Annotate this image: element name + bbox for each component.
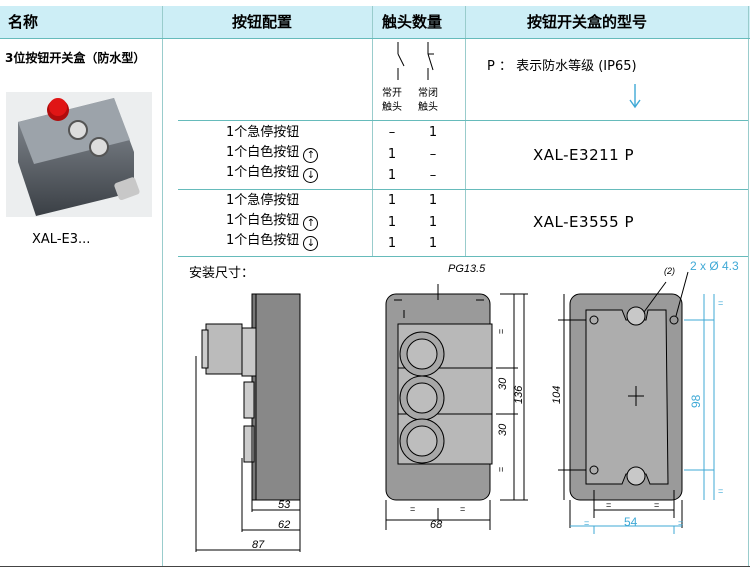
product-photo: [6, 92, 152, 217]
product-title: 3位按钮开关盒（防水型）: [5, 51, 146, 65]
dim-30b: 30: [497, 423, 509, 436]
row-rule: [178, 189, 748, 190]
down-arrow-icon: [629, 84, 641, 109]
side-view: [195, 293, 301, 552]
row1-nc-3: –: [429, 168, 437, 183]
dim-54: 54: [624, 515, 638, 529]
dim-87: 87: [252, 539, 265, 551]
row2-nc-2: 1: [428, 215, 438, 230]
row2-button-white-down: 1个白色按钮 ↓: [226, 231, 319, 251]
divider: [748, 6, 749, 566]
row2-model: XAL-E3555 P: [533, 213, 635, 231]
divider: [372, 6, 373, 256]
protection-note: P ： 表示防水等级 (IP65): [487, 59, 637, 74]
dim-eq: =: [654, 500, 659, 510]
dim-30a: 30: [497, 377, 509, 390]
dim-62: 62: [278, 519, 290, 531]
up-arrow-circle-icon: ↑: [303, 216, 319, 231]
row-rule: [178, 120, 748, 121]
dim-eq: =: [718, 298, 723, 308]
row2-no-1: 1: [387, 193, 397, 208]
divider: [162, 6, 163, 566]
dim-eq: =: [460, 504, 465, 514]
row1-nc-1: 1: [428, 125, 438, 140]
dim-eq: =: [678, 518, 683, 528]
row2-nc-3: 1: [428, 236, 438, 251]
dim-eq: =: [496, 329, 506, 334]
divider: [465, 6, 466, 256]
row2-nc-1: 1: [428, 193, 438, 208]
dim-68: 68: [430, 519, 443, 531]
dim-eq: =: [410, 504, 415, 514]
dim-104: 104: [551, 386, 563, 404]
up-arrow-circle-icon: ↑: [303, 148, 319, 163]
down-arrow-circle-icon: ↓: [303, 168, 319, 183]
row1-config: 1个急停按钮 1个白色按钮 ↑ 1个白色按钮 ↓: [226, 123, 319, 183]
row2-button-white-up: 1个白色按钮 ↑: [226, 211, 319, 231]
no-label-line1: 常开: [382, 88, 402, 99]
dim-pg: PG13.5: [448, 263, 486, 275]
row-rule: [0, 38, 750, 39]
row2-no-3: 1: [387, 236, 397, 251]
row-rule: [178, 256, 748, 257]
row1-no-1: –: [388, 125, 396, 140]
header-config: 按钮配置: [232, 13, 293, 31]
row1-model: XAL-E3211 P: [533, 146, 635, 164]
dim-53: 53: [278, 499, 291, 511]
row2-button-estop: 1个急停按钮: [226, 193, 300, 208]
dimensions-title: 安装尺寸：: [189, 266, 255, 281]
dim-eq: =: [496, 467, 506, 472]
product-caption: XAL-E3...: [32, 232, 91, 247]
dim-98: 98: [689, 394, 703, 408]
header-model: 按钮开关盒的型号: [527, 13, 648, 31]
nc-label-line2: 触头: [418, 102, 438, 113]
row1-button-white-down: 1个白色按钮 ↓: [226, 163, 319, 183]
row1-no-3: 1: [387, 168, 397, 183]
dim-eq: =: [606, 500, 611, 510]
nc-label-line1: 常闭: [418, 88, 438, 99]
row1-nc-2: –: [429, 147, 437, 162]
row2-config: 1个急停按钮 1个白色按钮 ↑ 1个白色按钮 ↓: [226, 191, 319, 251]
no-label-line2: 触头: [382, 102, 402, 113]
table-header: 名称 按钮配置 触头数量 按钮开关盒的型号: [0, 6, 750, 38]
row1-button-estop: 1个急停按钮: [226, 125, 300, 140]
dim-hole: 2 x Ø 4.3: [690, 259, 739, 273]
dimension-drawing: PG13.5 53 62 87 68 30 30 136 104 (2) 98 …: [195, 259, 739, 552]
dim-eq: =: [584, 518, 589, 528]
row-rule: [0, 566, 750, 567]
row1-button-white-up: 1个白色按钮 ↑: [226, 143, 319, 163]
row2-no-2: 1: [387, 215, 397, 230]
front-view: [385, 284, 528, 530]
header-name: 名称: [8, 13, 39, 31]
header-contacts: 触头数量: [382, 13, 443, 31]
dim-two: (2): [664, 266, 675, 276]
dim-136: 136: [513, 385, 525, 404]
dim-eq: =: [718, 486, 723, 496]
down-arrow-circle-icon: ↓: [303, 236, 319, 251]
rear-view: [558, 271, 689, 528]
row1-no-2: 1: [387, 147, 397, 162]
contact-symbols: [397, 42, 434, 80]
